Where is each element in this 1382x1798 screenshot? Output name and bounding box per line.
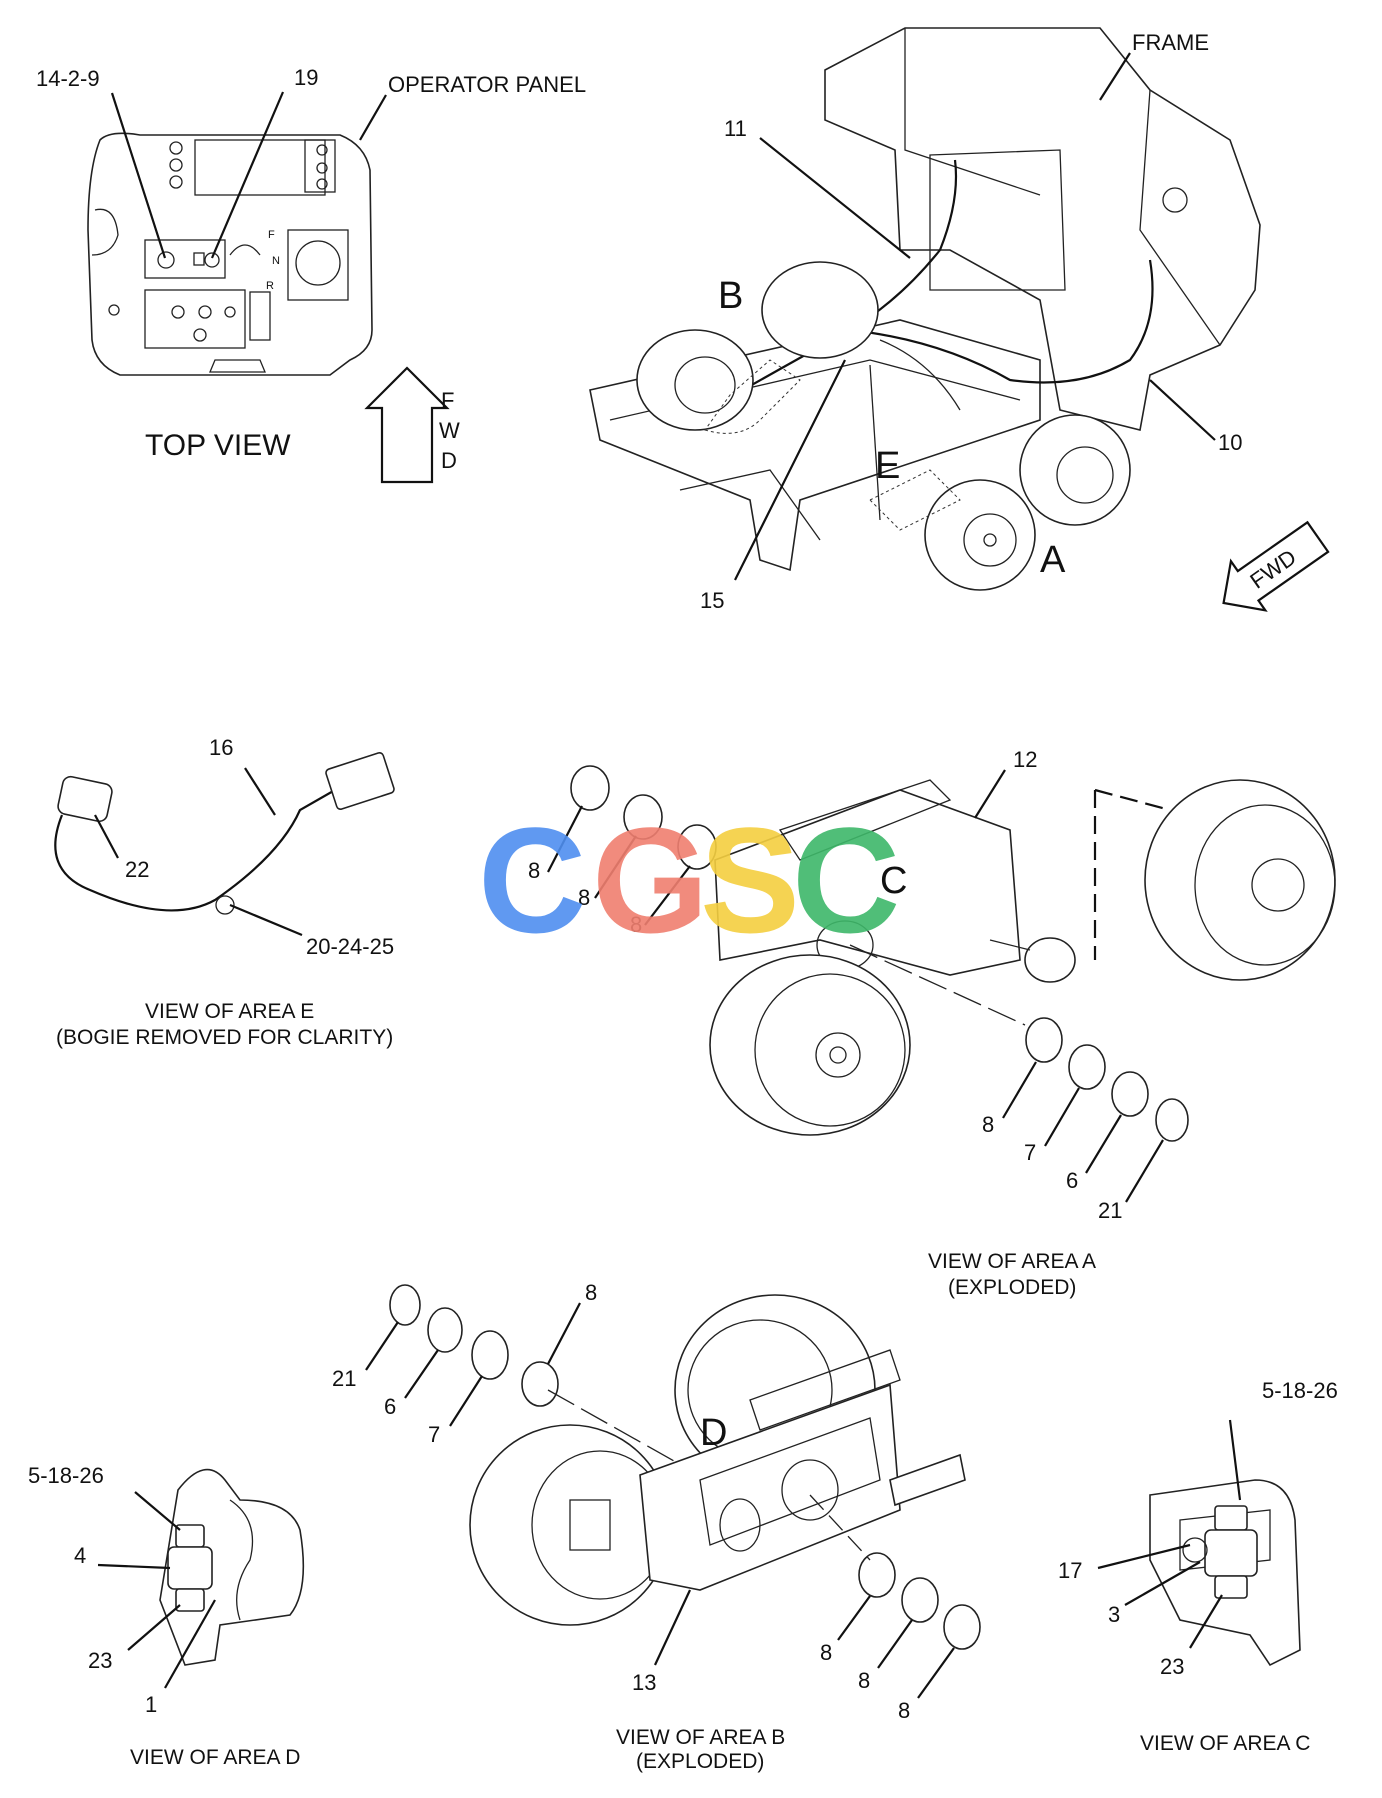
callout-14-2-9: 14-2-9 <box>36 66 100 91</box>
callout-6: 6 <box>384 1394 396 1419</box>
area-a-caption-line2: (EXPLODED) <box>948 1276 1076 1299</box>
ring <box>427 1307 463 1353</box>
callout-7: 7 <box>428 1422 440 1447</box>
callout-12: 12 <box>1013 747 1037 772</box>
area-e-caption-line1: VIEW OF AREA E <box>145 1000 314 1023</box>
panel-label-n: N <box>272 255 280 267</box>
watermark-logo: C G S C <box>478 796 900 964</box>
callout-21: 21 <box>1098 1198 1122 1223</box>
callout-4: 4 <box>74 1543 86 1568</box>
area-d-caption: VIEW OF AREA D <box>130 1746 300 1769</box>
operator-panel-view: F N R 14-2-9 19 OPERATOR PANEL TOP VIEW … <box>36 65 586 484</box>
ring <box>1111 1071 1149 1117</box>
callout-frame: FRAME <box>1132 30 1209 55</box>
area-a-caption-line1: VIEW OF AREA A <box>928 1250 1096 1273</box>
callout-5-18-26: 5-18-26 <box>1262 1378 1338 1403</box>
wheel-set-a <box>869 414 1131 591</box>
ring <box>901 1577 939 1623</box>
area-e-caption-line2: (BOGIE REMOVED FOR CLARITY) <box>56 1026 393 1049</box>
callout-8: 8 <box>898 1698 910 1723</box>
callout-operator-panel: OPERATOR PANEL <box>388 72 586 97</box>
wheel-set-b <box>636 261 879 434</box>
machine-overview: B E A FRAME 11 10 15 FWD <box>589 27 1330 613</box>
callout-16: 16 <box>209 735 233 760</box>
area-label-e: E <box>875 445 900 487</box>
ring <box>1025 1017 1063 1063</box>
area-label-b: B <box>718 275 743 317</box>
panel-label-f: F <box>268 229 275 241</box>
callout-10: 10 <box>1218 430 1242 455</box>
area-b-caption-line1: VIEW OF AREA B <box>616 1726 785 1749</box>
callout-6: 6 <box>1066 1168 1078 1193</box>
callout-13: 13 <box>632 1670 656 1695</box>
ring <box>943 1604 981 1650</box>
callout-22: 22 <box>125 857 149 882</box>
fwd-letter-f: F <box>441 388 454 413</box>
callout-19: 19 <box>294 65 318 90</box>
area-b-caption-line2: (EXPLODED) <box>636 1750 764 1773</box>
ring <box>389 1284 421 1326</box>
callout-11: 11 <box>724 116 747 141</box>
callout-21: 21 <box>332 1366 356 1391</box>
panel-label-r: R <box>266 280 274 292</box>
watermark-letter: C <box>792 796 900 964</box>
callout-8: 8 <box>585 1280 597 1305</box>
callout-17: 17 <box>1058 1558 1082 1583</box>
area-label-c: C <box>880 860 907 902</box>
callout-8: 8 <box>528 858 540 883</box>
callout-5-18-26: 5-18-26 <box>28 1463 104 1488</box>
area-b-view: 21 6 7 8 D 13 8 8 8 VIEW OF AREA B (EXPL <box>332 1280 981 1773</box>
ring <box>623 794 663 840</box>
area-label-d: D <box>700 1412 727 1454</box>
fwd-arrow-diagonal-icon: FWD <box>1222 520 1330 612</box>
ring <box>471 1330 509 1380</box>
callout-8: 8 <box>820 1640 832 1665</box>
fwd-arrow-icon <box>364 366 450 484</box>
callout-23: 23 <box>88 1648 112 1673</box>
area-e-view: 16 22 20-24-25 VIEW OF AREA E (BOGIE REM… <box>54 735 395 1049</box>
area-c-view: 5-18-26 17 3 23 VIEW OF AREA C <box>1058 1378 1338 1755</box>
ring <box>858 1552 896 1598</box>
ring <box>1068 1044 1106 1090</box>
fwd-label: FWD <box>1245 544 1300 593</box>
ring <box>1155 1098 1189 1142</box>
watermark-letter: S <box>700 796 800 964</box>
callout-7: 7 <box>1024 1140 1036 1165</box>
fwd-letter-d: D <box>441 448 457 473</box>
watermark-letter: G <box>592 796 709 964</box>
callout-8: 8 <box>858 1668 870 1693</box>
ring <box>521 1361 559 1407</box>
callout-15: 15 <box>700 588 724 613</box>
callout-1: 1 <box>145 1692 157 1717</box>
callout-23: 23 <box>1160 1654 1184 1679</box>
callout-8: 8 <box>578 885 590 910</box>
callout-8: 8 <box>630 912 642 937</box>
callout-3: 3 <box>1108 1602 1120 1627</box>
area-d-view: 5-18-26 4 23 1 VIEW OF AREA D <box>28 1463 305 1769</box>
ring <box>677 824 717 870</box>
area-c-caption: VIEW OF AREA C <box>1140 1732 1310 1755</box>
watermark-letter: C <box>478 796 586 964</box>
top-view-title: TOP VIEW <box>145 429 291 462</box>
area-a-view: 8 8 8 8 7 6 21 12 C <box>528 747 1336 1299</box>
callout-8: 8 <box>982 1112 994 1137</box>
callout-20-24-25: 20-24-25 <box>306 934 394 959</box>
ring <box>570 765 610 811</box>
fwd-letter-w: W <box>439 418 460 443</box>
area-label-a: A <box>1040 539 1066 581</box>
